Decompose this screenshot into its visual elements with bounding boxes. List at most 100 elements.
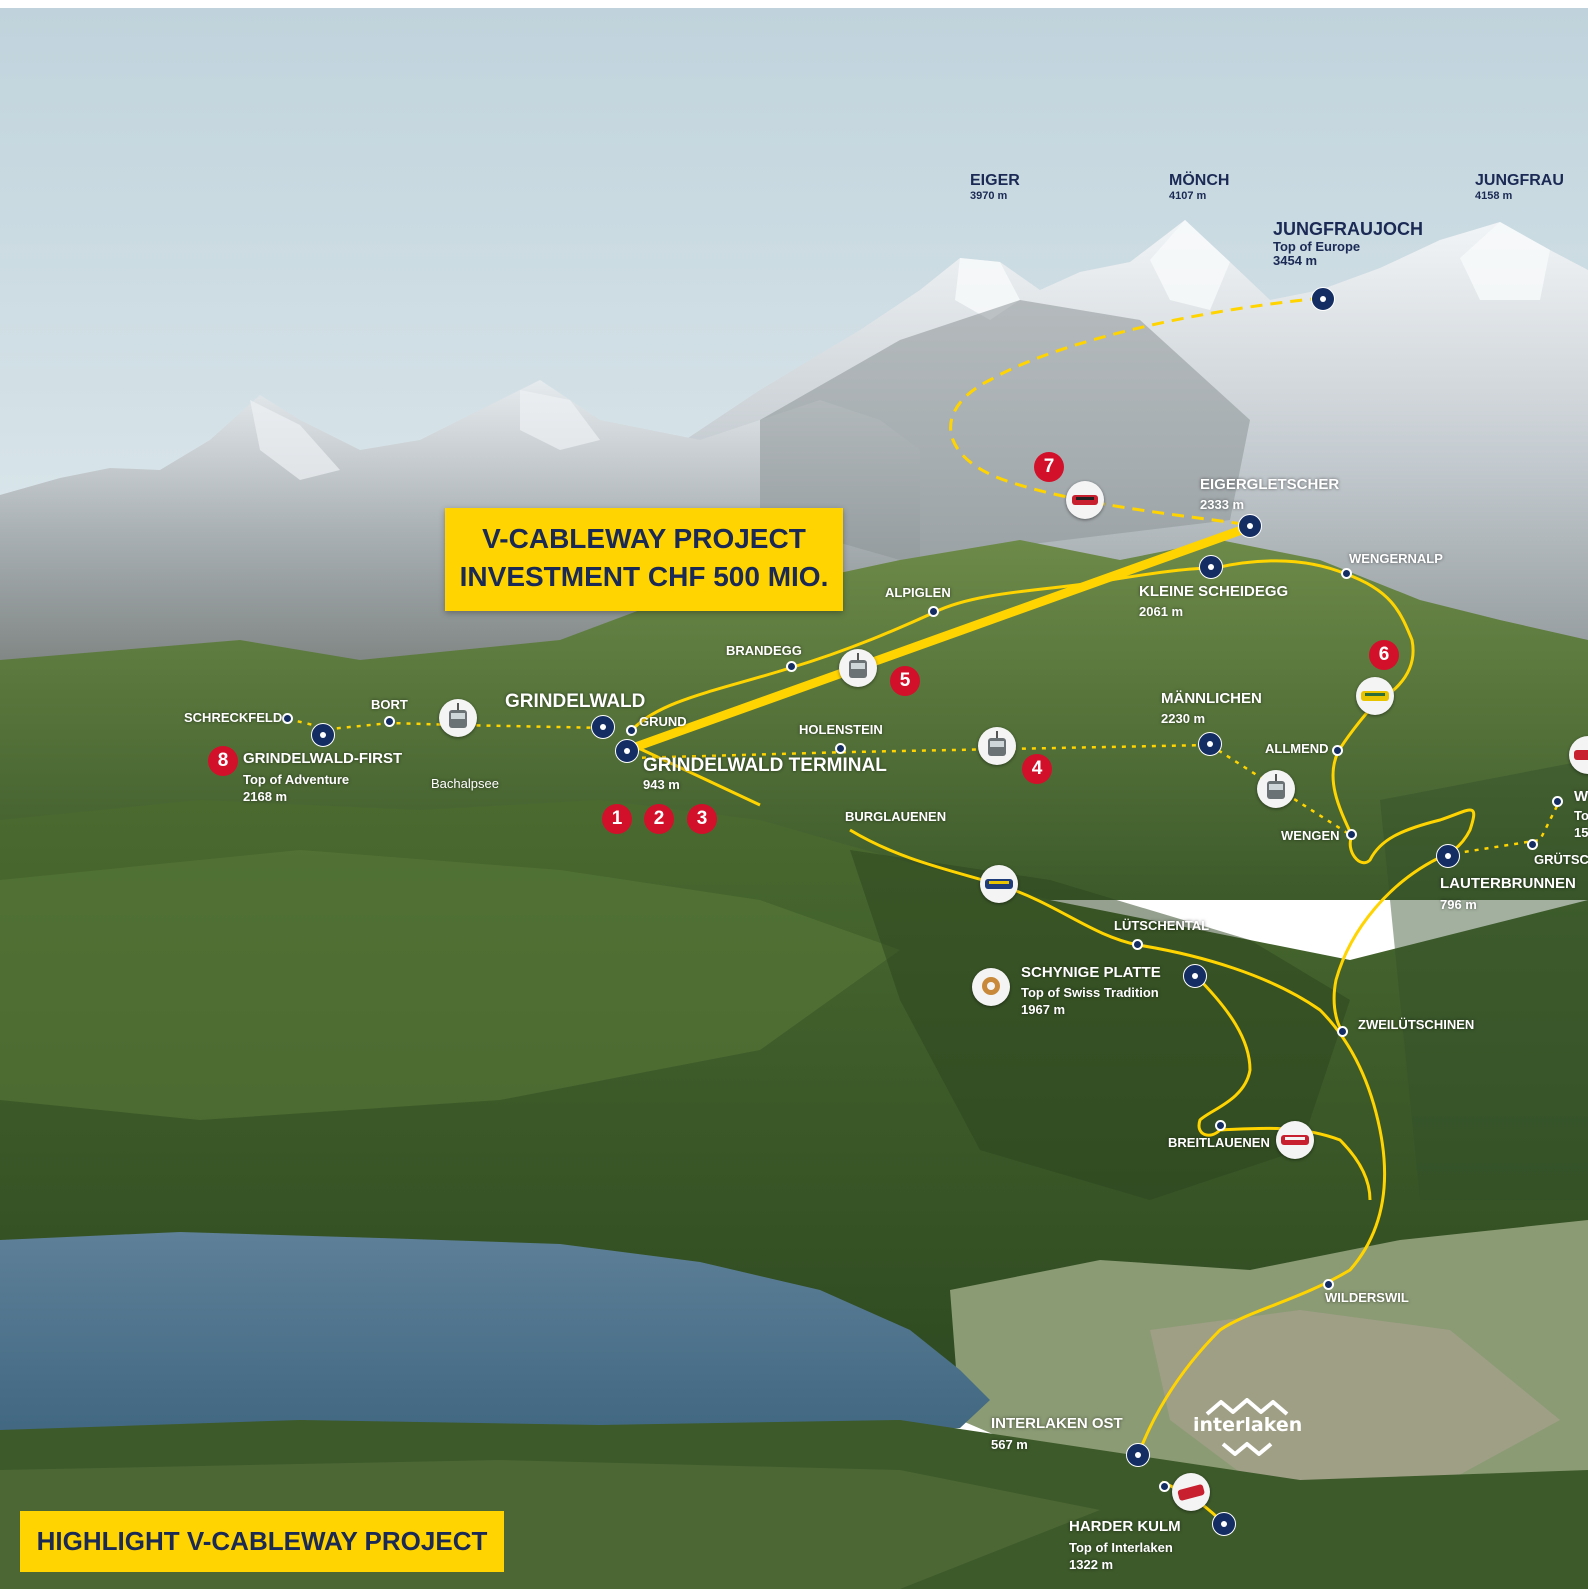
alphorn-icon [972, 968, 1010, 1006]
badge-2[interactable]: 2 [644, 804, 674, 834]
label-lutschental: LÜTSCHENTAL [1114, 918, 1210, 933]
label-brandegg: BRANDEGG [726, 643, 802, 658]
logo-text: interlaken [1193, 1414, 1303, 1436]
station-interlaken-ost[interactable] [1126, 1443, 1150, 1467]
station-kleine-scheidegg[interactable] [1199, 555, 1223, 579]
stop-holenstein[interactable] [835, 743, 846, 754]
label-breitlauenen: BREITLAUENEN [1168, 1135, 1270, 1150]
badge-5[interactable]: 5 [890, 666, 920, 696]
peak-eiger-name: EIGER [970, 172, 1020, 189]
label-lauterbrunnen-height: 796 m [1440, 897, 1477, 912]
label-allmend: ALLMEND [1265, 741, 1329, 756]
label-murren-height: 15 [1574, 825, 1588, 840]
label-grindelwald-terminal: GRINDELWALD TERMINAL [643, 755, 887, 776]
label-mannlichen: MÄNNLICHEN [1161, 690, 1262, 707]
label-grindelwald-first: GRINDELWALD-FIRST [243, 750, 403, 767]
badge-3[interactable]: 3 [687, 804, 717, 834]
train-icon [1276, 1121, 1314, 1159]
stop-brandegg[interactable] [786, 661, 797, 672]
jungfraujoch-label: JUNGFRAUJOCH Top of Europe 3454 m [1273, 219, 1424, 269]
label-wilderswil: WILDERSWIL [1325, 1290, 1409, 1305]
label-schynige-platte-tag: Top of Swiss Tradition [1021, 985, 1159, 1000]
peak-monch-height: 4107 m [1169, 189, 1207, 202]
project-box-line-1: V-CABLEWAY PROJECT [482, 523, 806, 554]
label-grund: GRUND [639, 714, 687, 729]
label-grindelwald: GRINDELWALD [505, 691, 646, 712]
stop-harder-kulm-valley[interactable] [1159, 1481, 1170, 1492]
gondola-icon [978, 727, 1016, 765]
train-icon [1356, 677, 1394, 715]
label-wengen: WENGEN [1281, 828, 1340, 843]
train-icon [1066, 481, 1104, 519]
label-alpiglen: ALPIGLEN [885, 585, 951, 600]
label-schynige-platte: SCHYNIGE PLATTE [1021, 964, 1161, 981]
peak-eiger-height: 3970 m [970, 189, 1008, 202]
station-grindelwald-terminal[interactable] [615, 739, 639, 763]
label-grutschalp: GRÜTSCH [1534, 852, 1588, 867]
station-eigergletscher[interactable] [1238, 514, 1262, 538]
label-schreckfeld: SCHRECKFELD [184, 710, 283, 725]
station-mannlichen[interactable] [1198, 732, 1222, 756]
station-harder-kulm[interactable] [1212, 1512, 1236, 1536]
jungfrau-railway-tunnel [949, 296, 1323, 527]
train-icon [980, 865, 1018, 903]
highlight-banner: HIGHLIGHT V-CABLEWAY PROJECT [20, 1511, 504, 1572]
label-grindelwald-first-height: 2168 m [243, 789, 288, 804]
logo-mountain-icon [1205, 1398, 1289, 1456]
badge-6[interactable]: 6 [1369, 640, 1399, 670]
gondola-icon [1257, 770, 1295, 808]
label-kleine-scheidegg-height: 2061 m [1139, 604, 1184, 619]
gondola-icon [839, 649, 877, 687]
jungfraujoch-name: JUNGFRAUJOCH [1273, 219, 1424, 239]
stop-wengernalp[interactable] [1341, 568, 1352, 579]
label-schynige-platte-height: 1967 m [1021, 1002, 1066, 1017]
train-icon [1569, 736, 1588, 774]
stop-breitlauenen[interactable] [1215, 1120, 1226, 1131]
station-grindelwald-first[interactable] [311, 723, 335, 747]
label-grindelwald-first-tag: Top of Adventure [243, 772, 350, 787]
stop-wilderswil[interactable] [1323, 1279, 1334, 1290]
stop-schreckfeld[interactable] [282, 713, 293, 724]
stop-allmend[interactable] [1332, 745, 1343, 756]
label-kleine-scheidegg: KLEINE SCHEIDEGG [1139, 583, 1289, 600]
label-interlaken-ost-height: 567 m [991, 1437, 1028, 1452]
label-murren: W [1574, 788, 1588, 805]
label-burglauenen: BURGLAUENEN [845, 809, 947, 824]
badge-4[interactable]: 4 [1022, 754, 1052, 784]
stop-grund[interactable] [626, 725, 637, 736]
rail-lines [630, 559, 1476, 1522]
label-lauterbrunnen: LAUTERBRUNNEN [1440, 875, 1576, 892]
jungfraujoch-tag: Top of Europe [1273, 238, 1361, 254]
peak-jungfrau: JUNGFRAU 4158 m [1475, 172, 1564, 202]
jungfraujoch-height: 3454 m [1273, 253, 1318, 269]
peak-monch: MÖNCH 4107 m [1169, 172, 1229, 202]
station-lauterbrunnen[interactable] [1436, 844, 1460, 868]
label-murren-tag: To [1574, 808, 1588, 823]
stop-murren[interactable] [1552, 796, 1563, 807]
station-grindelwald[interactable] [591, 715, 615, 739]
stop-grutschalp[interactable] [1527, 839, 1538, 850]
label-wengernalp: WENGERNALP [1349, 551, 1443, 566]
badge-8[interactable]: 8 [208, 746, 238, 776]
stop-lutschental[interactable] [1132, 939, 1143, 950]
stop-alpiglen[interactable] [928, 606, 939, 617]
peak-monch-name: MÖNCH [1169, 172, 1230, 189]
label-harder-kulm-height: 1322 m [1069, 1557, 1114, 1572]
stop-wengen[interactable] [1346, 829, 1357, 840]
label-mannlichen-height: 2230 m [1161, 711, 1206, 726]
label-grindelwald-terminal-height: 943 m [643, 777, 680, 792]
lake-brienz [0, 1232, 990, 1446]
peak-jungfrau-height: 4158 m [1475, 189, 1513, 202]
station-schynige-platte[interactable] [1183, 964, 1207, 988]
badge-7[interactable]: 7 [1034, 452, 1064, 482]
stop-bort[interactable] [384, 716, 395, 727]
stop-zweilutschinen[interactable] [1337, 1026, 1348, 1037]
gondola-icon [439, 699, 477, 737]
label-bachalpsee: Bachalpsee [431, 776, 499, 791]
label-interlaken-ost: INTERLAKEN OST [991, 1415, 1123, 1432]
v-cableway-project-box: V-CABLEWAY PROJECT INVESTMENT CHF 500 MI… [445, 508, 843, 611]
label-eigergletscher-height: 2333 m [1200, 497, 1245, 512]
badge-1[interactable]: 1 [602, 804, 632, 834]
station-jungfraujoch[interactable] [1311, 287, 1335, 311]
